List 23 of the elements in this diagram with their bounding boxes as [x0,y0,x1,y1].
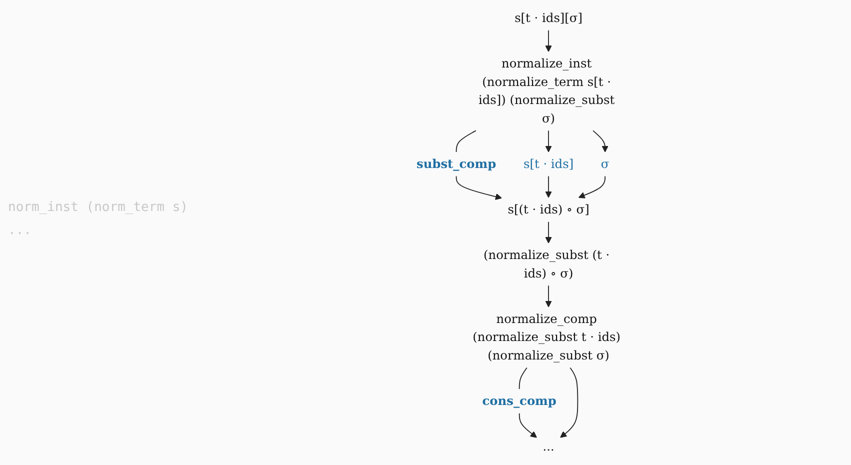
arrow [545,176,552,198]
arrow [578,176,606,198]
connector [456,130,476,152]
connector [518,367,528,390]
node-text: normalize_inst (normalize_term s[t · ids]) (normalize_subst σ) [478,56,615,126]
node-text: subst_comp [416,156,496,171]
arrow [518,412,537,438]
faded-term-text: ... [8,223,32,238]
node-text: normalize_comp (normalize_subst t · ids) (normalize_subst σ) [472,312,621,362]
node-text: (normalize_subst (t · ids) ∘ σ) [484,248,610,280]
node-text: cons_comp [482,394,556,408]
node-text: s[t · ids] [523,156,574,171]
arrow [592,130,608,152]
arrow [545,285,552,308]
node-text: s[(t · ids) ∘ σ] [508,202,590,217]
arrow [560,367,578,438]
node-text: ... [542,439,554,454]
arrow [545,130,552,152]
arrow [456,176,502,200]
arrow [545,30,552,52]
node-text: σ [600,156,610,171]
arrow [545,221,552,244]
node-text: s[t · ids][σ] [514,10,582,26]
